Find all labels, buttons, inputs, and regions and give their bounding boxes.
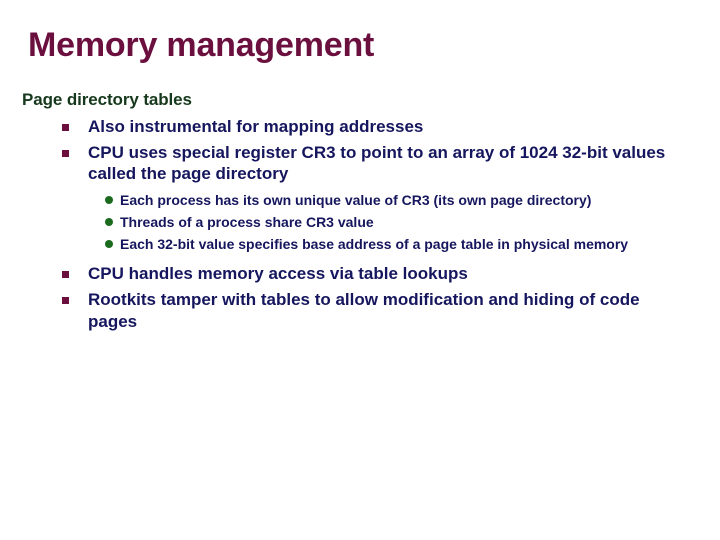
dot-bullet-marker-icon bbox=[105, 195, 113, 204]
list-item: Rootkits tamper with tables to allow mod… bbox=[0, 289, 720, 332]
list-item-text: Rootkits tamper with tables to allow mod… bbox=[88, 289, 640, 331]
list-item: CPU handles memory access via table look… bbox=[0, 263, 720, 285]
list-item: Each process has its own unique value of… bbox=[88, 191, 672, 210]
page-title: Memory management bbox=[28, 26, 375, 64]
bullet-list-level-1: Also instrumental for mapping addresses … bbox=[0, 116, 720, 332]
list-item: Also instrumental for mapping addresses bbox=[0, 116, 720, 138]
square-bullet-marker-icon bbox=[62, 149, 69, 157]
square-bullet-marker-icon bbox=[62, 271, 69, 279]
square-bullet-marker-icon bbox=[62, 296, 69, 304]
list-item: Each 32-bit value specifies base address… bbox=[88, 235, 672, 254]
dot-bullet-marker-icon bbox=[105, 217, 113, 226]
list-item-text: Threads of a process share CR3 value bbox=[120, 213, 374, 230]
list-item-text: Each 32-bit value specifies base address… bbox=[120, 235, 629, 252]
list-item: CPU uses special register CR3 to point t… bbox=[0, 142, 720, 254]
list-item-text: CPU uses special register CR3 to point t… bbox=[88, 142, 666, 184]
bullet-list-level-2: Each process has its own unique value of… bbox=[88, 191, 672, 254]
list-item-text: Also instrumental for mapping addresses bbox=[88, 117, 424, 136]
list-item: Threads of a process share CR3 value bbox=[88, 213, 672, 232]
square-bullet-marker-icon bbox=[62, 124, 69, 131]
dot-bullet-marker-icon bbox=[105, 239, 113, 248]
section-heading: Page directory tables bbox=[22, 90, 192, 109]
slide-body: Page directory tables Also instrumental … bbox=[0, 90, 720, 336]
list-item-text: Each process has its own unique value of… bbox=[120, 191, 592, 208]
list-item-text: CPU handles memory access via table look… bbox=[88, 264, 468, 284]
